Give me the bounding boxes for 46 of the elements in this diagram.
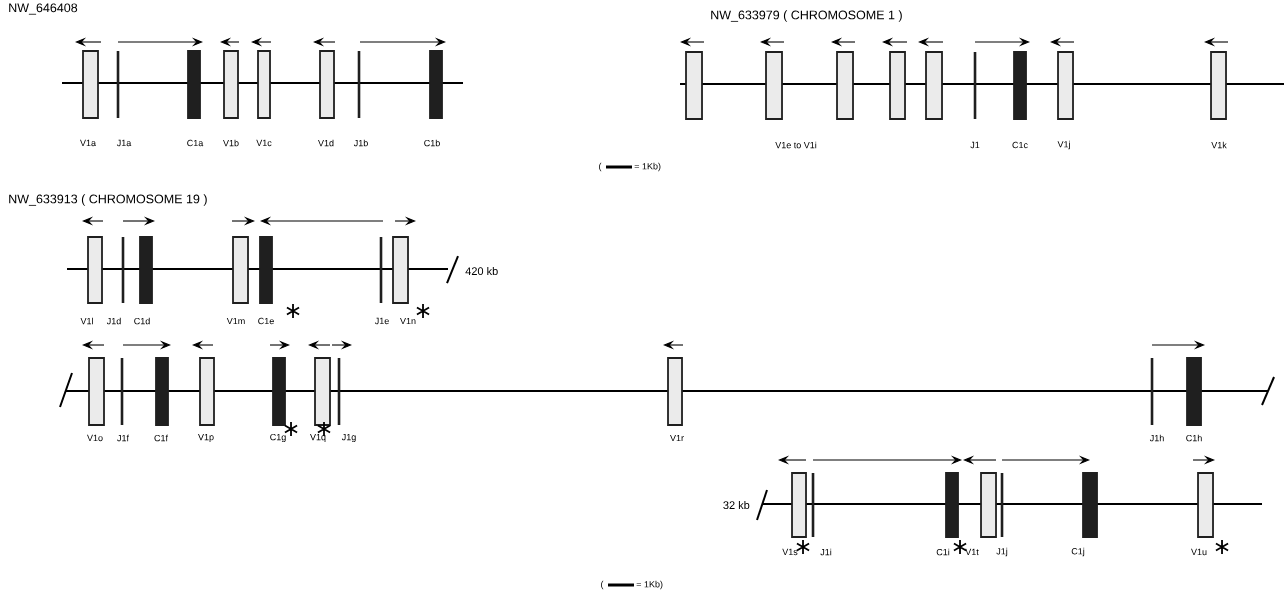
segment-label: J1a	[116, 139, 132, 147]
segment-label: V1a	[80, 139, 96, 147]
segment-label: V1u	[1191, 548, 1207, 556]
title: NW_633979 ( CHROMOSOME 1 )	[711, 10, 902, 22]
segment-label: V1c	[256, 139, 272, 147]
segment-label: J1e	[374, 317, 389, 325]
title: NW_633913 ( CHROMOSOME 19 )	[9, 194, 207, 206]
segment-label: C1c	[1012, 141, 1028, 149]
scale-text: (	[601, 580, 604, 590]
scale-text: = 1Kb)	[636, 580, 663, 590]
segment-label: C1f	[154, 434, 168, 442]
segment-label: V1k	[1211, 141, 1227, 149]
segment-label: V1d	[318, 139, 334, 147]
segment-label: C1a	[187, 139, 204, 147]
segment-label: C1h	[1186, 434, 1202, 442]
segment-label: V1m	[226, 317, 245, 325]
segment-label: J1	[970, 141, 980, 149]
segment-label: V1t	[965, 548, 979, 556]
segment-label: C1j	[1071, 547, 1085, 557]
segment-label: V1q	[310, 433, 326, 443]
scale-text: 420 kb	[465, 266, 498, 276]
segment-label: C1g	[270, 433, 286, 443]
segment-label: J1g	[341, 433, 356, 443]
segment-label: V1l	[80, 317, 93, 325]
segment-label: V1o	[87, 434, 103, 442]
segment-label: C1d	[134, 317, 150, 325]
segment-label: C1i	[936, 548, 950, 556]
segment-label: J1d	[106, 317, 121, 325]
segment-label: V1r	[670, 434, 684, 442]
scale-text: = 1Kb)	[634, 162, 661, 172]
segment-label: V1s	[782, 548, 798, 556]
segment-label: J1i	[820, 548, 832, 556]
segment-label: C1e	[258, 317, 274, 325]
segment-label: J1j	[996, 547, 1008, 557]
scale-text: (	[599, 162, 602, 172]
segment-label: C1b	[424, 139, 440, 147]
segment-label: J1h	[1149, 434, 1164, 442]
segment-label: V1n	[400, 317, 416, 325]
title: NW_646408	[9, 3, 78, 15]
segment-label: J1b	[353, 139, 368, 147]
scale-text: 32 kb	[723, 500, 750, 510]
segment-label: V1e to V1i	[775, 141, 817, 149]
segment-label: V1b	[223, 139, 239, 147]
segment-label: V1p	[198, 433, 214, 443]
segment-label: J1f	[117, 434, 129, 442]
segment-label: V1j	[1057, 140, 1070, 150]
